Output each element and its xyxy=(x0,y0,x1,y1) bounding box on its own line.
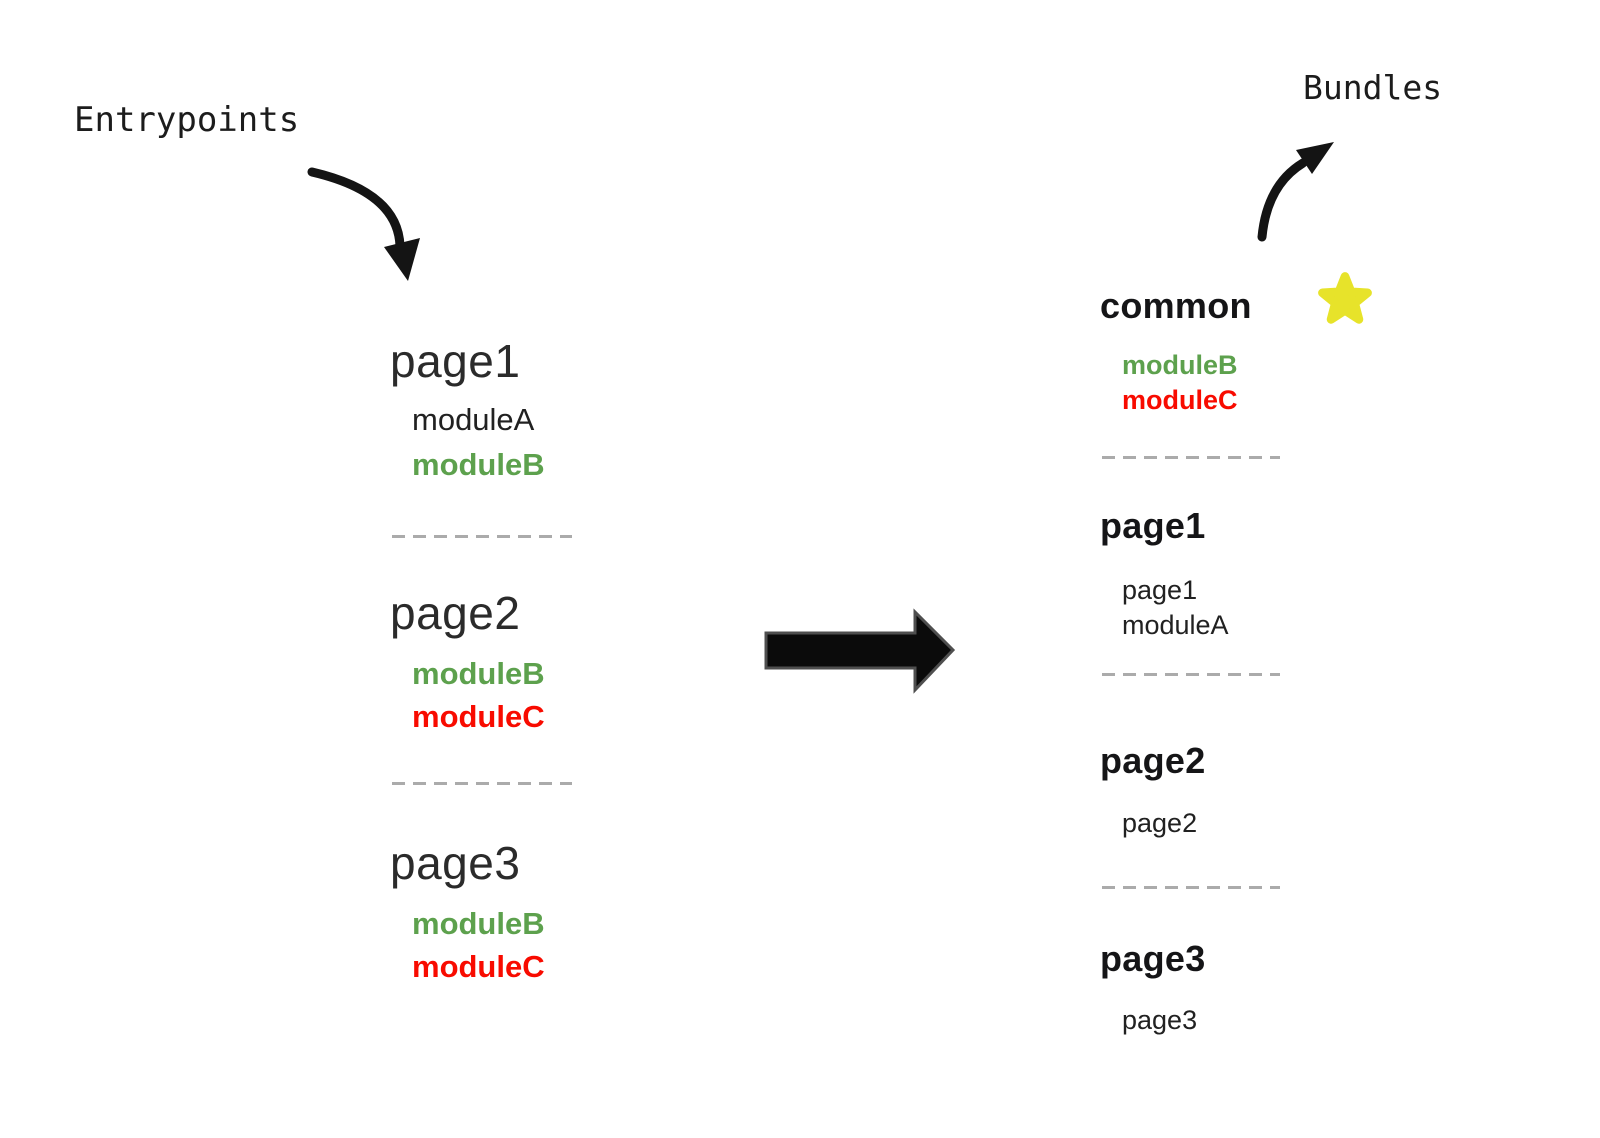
dashed-divider xyxy=(1102,456,1280,459)
transform-arrow xyxy=(764,608,956,694)
module-item: moduleC xyxy=(1122,385,1238,415)
dashed-divider xyxy=(1102,886,1280,889)
entrypoint-title: page3 xyxy=(390,837,521,889)
entrypoints-label: Entrypoints xyxy=(74,100,300,140)
dashed-divider xyxy=(392,535,572,538)
dashed-divider xyxy=(1102,673,1280,676)
module-item: moduleB xyxy=(412,447,545,482)
bundles-label: Bundles xyxy=(1303,68,1443,107)
module-item: moduleA xyxy=(412,402,535,437)
entrypoint-title: page1 xyxy=(390,335,521,387)
bundle-title: page1 xyxy=(1100,505,1206,546)
module-item: moduleB xyxy=(412,906,545,941)
bundle-title: page3 xyxy=(1100,938,1206,979)
module-item: moduleB xyxy=(1122,350,1238,380)
star-icon xyxy=(1318,272,1372,324)
bundles-arrow xyxy=(1257,142,1334,242)
module-item: moduleC xyxy=(412,949,545,984)
dashed-divider xyxy=(392,782,572,785)
entrypoints-arrow xyxy=(307,167,420,281)
module-item: page3 xyxy=(1122,1005,1198,1035)
module-item: moduleB xyxy=(412,656,545,691)
module-item: page2 xyxy=(1122,808,1198,838)
module-item: moduleC xyxy=(412,699,545,734)
entrypoint-title: page2 xyxy=(390,587,521,639)
module-item: moduleA xyxy=(1122,610,1229,640)
bundle-title: common xyxy=(1100,285,1252,326)
bundle-title: page2 xyxy=(1100,740,1206,781)
module-item: page1 xyxy=(1122,575,1198,605)
